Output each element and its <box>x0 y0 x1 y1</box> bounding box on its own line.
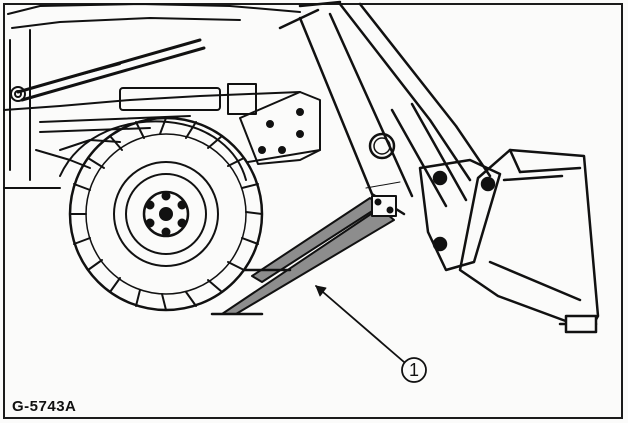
wheel-rim <box>113 161 219 267</box>
front-tire <box>68 116 264 312</box>
tractor-body <box>3 3 321 189</box>
loader-bucket <box>458 148 600 334</box>
safety-stand <box>210 181 401 316</box>
callout-number: 1 <box>409 360 419 380</box>
callout-1: 1 <box>315 285 427 383</box>
figure-code: G-5743A <box>12 398 77 415</box>
